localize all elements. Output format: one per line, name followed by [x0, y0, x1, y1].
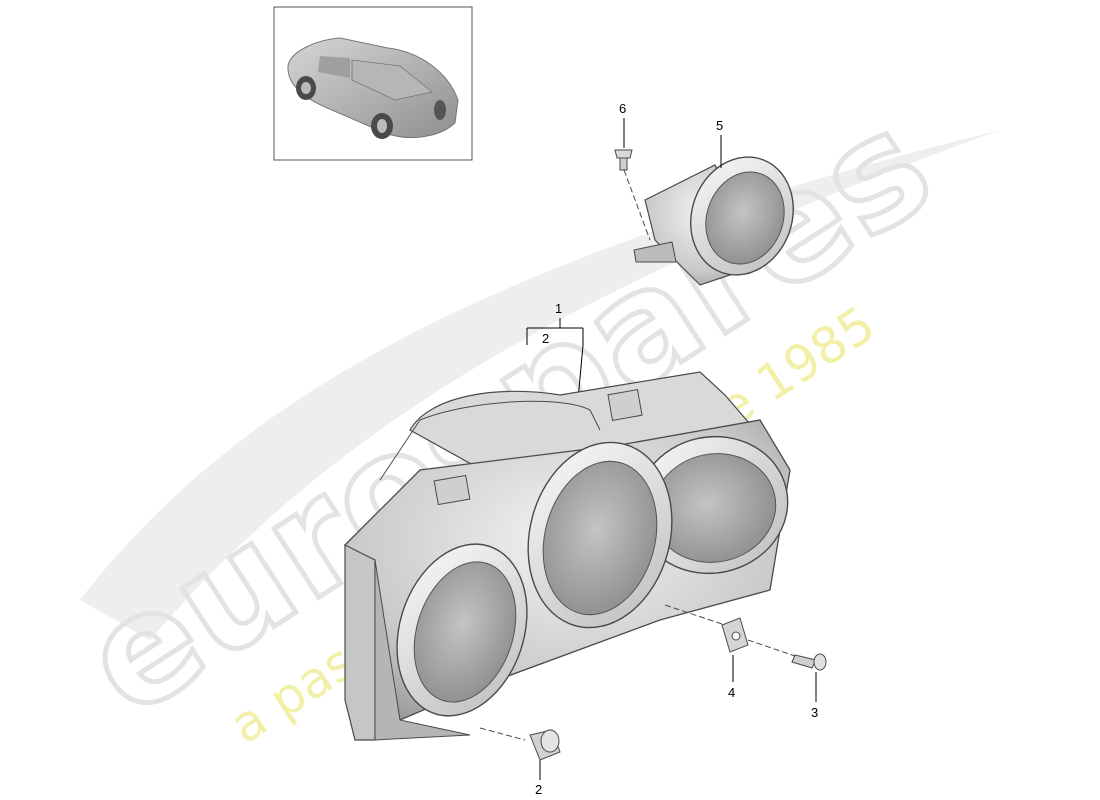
bracket-1-2	[526, 318, 584, 401]
part-5-small-gauge	[633, 156, 794, 286]
part-1-instrument-cluster	[344, 371, 791, 741]
callout-6: 6	[619, 101, 627, 116]
callout-2-bottom: 2	[535, 782, 543, 797]
part-6-screw	[614, 149, 651, 241]
vehicle-thumbnail	[273, 6, 473, 161]
callout-2-bracket: 2	[542, 331, 550, 346]
watermark-swoosh	[80, 130, 1000, 640]
part-4-clip	[664, 604, 749, 653]
callout-1: 1	[555, 301, 563, 316]
callout-4: 4	[728, 685, 736, 700]
part-2-connector	[529, 729, 561, 761]
callout-3: 3	[811, 705, 819, 720]
callout-5: 5	[716, 118, 724, 133]
part-3-bolt	[747, 639, 827, 671]
car-icon	[287, 37, 459, 139]
